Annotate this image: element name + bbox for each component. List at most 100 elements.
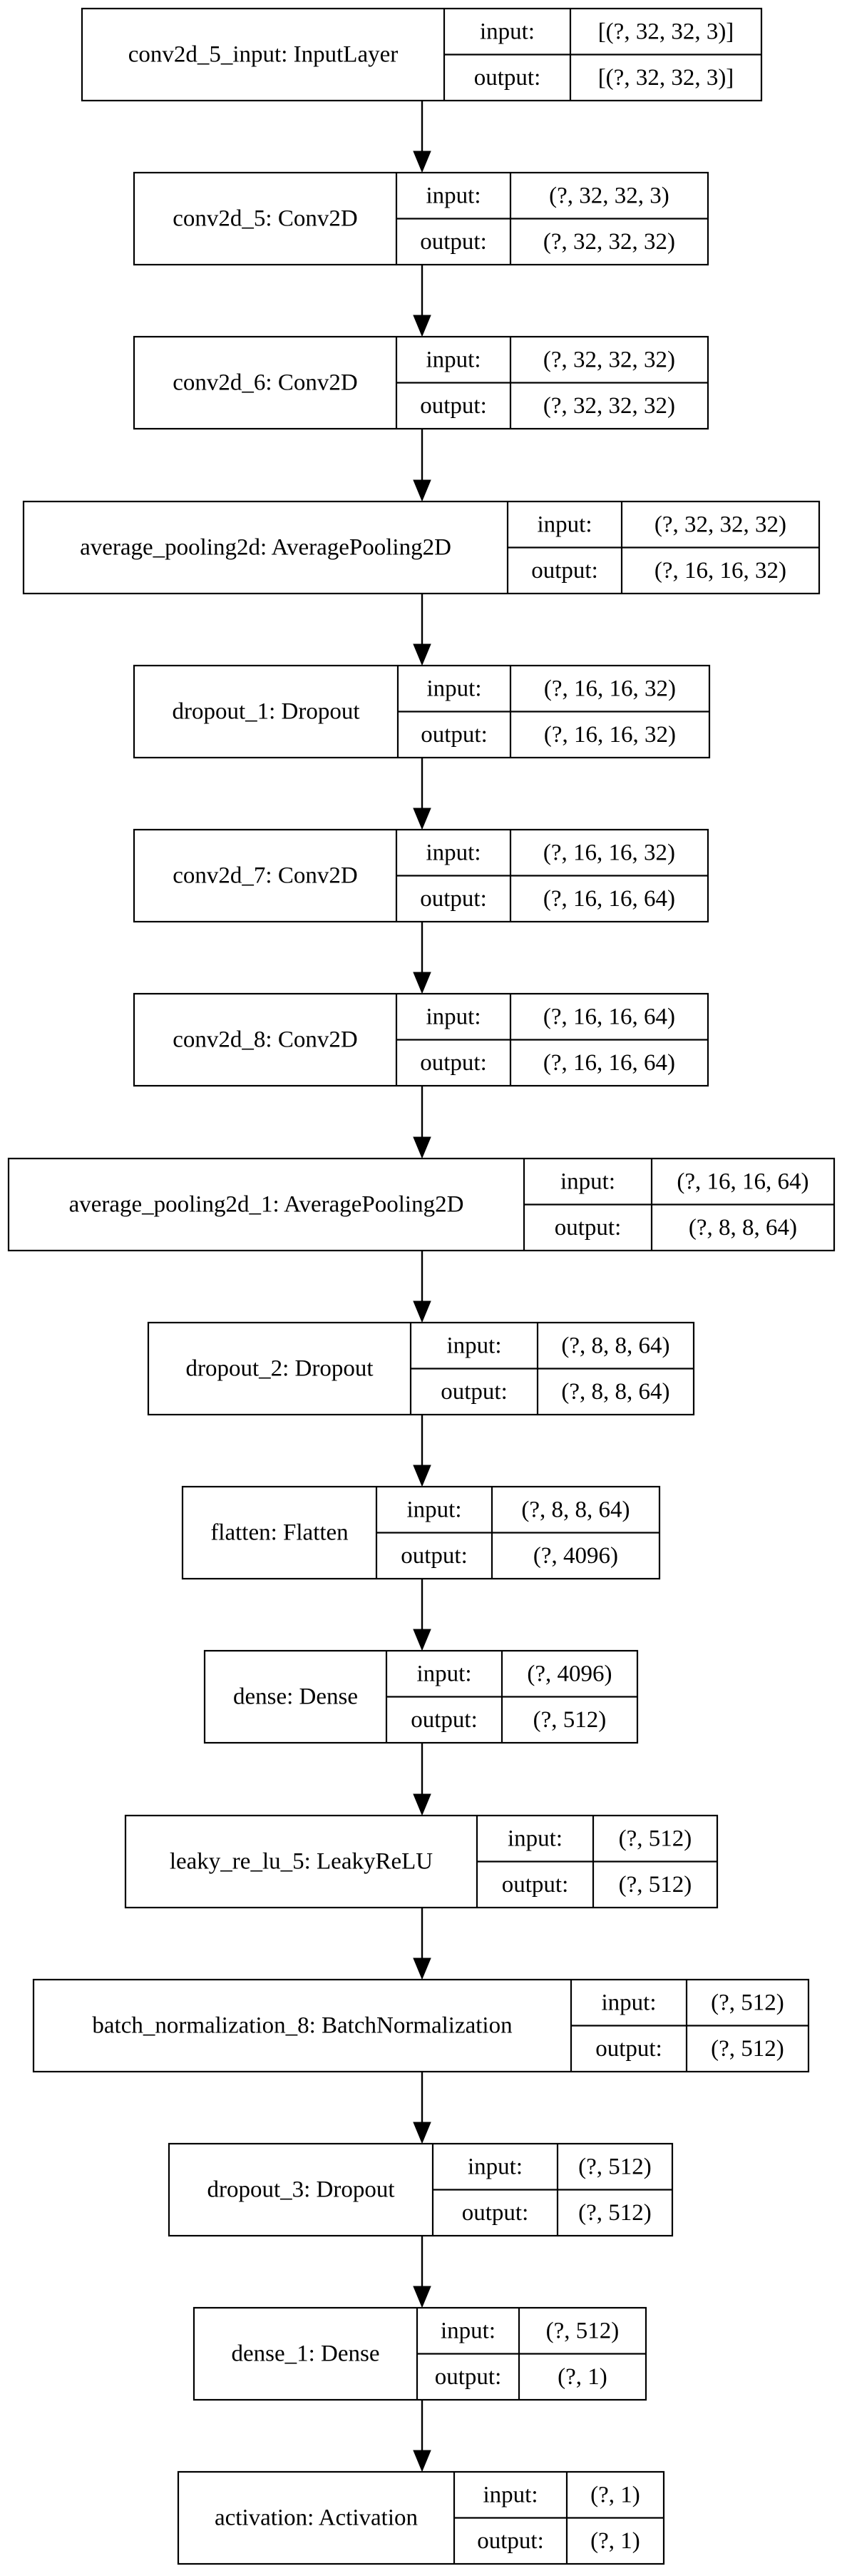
layer-node: conv2d_5_input: InputLayer input: output: [… bbox=[81, 7, 763, 102]
arrowhead bbox=[413, 1465, 431, 1487]
edge-arrow bbox=[413, 265, 431, 337]
input-port-label: input: bbox=[483, 2482, 538, 2508]
output-port-label: output: bbox=[421, 722, 488, 748]
layer-name: conv2d_6: Conv2D bbox=[173, 370, 357, 396]
output-port-label: output: bbox=[420, 229, 487, 255]
arrowhead bbox=[413, 1136, 431, 1159]
output-shape: (?, 4096) bbox=[533, 1543, 618, 1569]
arrowhead bbox=[413, 151, 431, 173]
input-shape: (?, 16, 16, 32) bbox=[543, 840, 675, 865]
edge-arrow bbox=[413, 101, 431, 173]
input-shape: (?, 16, 16, 64) bbox=[677, 1169, 808, 1194]
output-port-label: output: bbox=[462, 2200, 529, 2226]
output-port-label: output: bbox=[435, 2364, 502, 2390]
input-port-label: input: bbox=[426, 183, 481, 208]
layer-name: activation: Activation bbox=[215, 2505, 418, 2531]
edge-arrow bbox=[413, 429, 431, 502]
output-port-label: output: bbox=[555, 1215, 622, 1241]
edge-arrow bbox=[413, 1415, 431, 1487]
output-shape: (?, 1) bbox=[558, 2364, 607, 2390]
arrowhead bbox=[413, 972, 431, 994]
layer-name: conv2d_5_input: InputLayer bbox=[128, 42, 399, 68]
output-shape: (?, 32, 32, 32) bbox=[543, 393, 675, 419]
layer-node: conv2d_5: Conv2D input: output: (?, 32, 32,… bbox=[133, 171, 709, 266]
input-port-label: input: bbox=[426, 1004, 481, 1029]
input-shape: (?, 512) bbox=[578, 2154, 652, 2179]
output-shape: (?, 512) bbox=[619, 1872, 692, 1898]
input-shape: (?, 4096) bbox=[527, 1661, 612, 1686]
layer-node: batch_normalization_8: BatchNormalizatio… bbox=[32, 1978, 810, 2073]
output-shape: (?, 16, 16, 32) bbox=[544, 722, 676, 748]
input-port-label: input: bbox=[426, 347, 481, 372]
input-port-label: input: bbox=[508, 1826, 563, 1851]
input-port-label: input: bbox=[441, 2318, 496, 2343]
arrowhead bbox=[413, 2450, 431, 2473]
output-shape: (?, 16, 16, 64) bbox=[543, 1050, 675, 1076]
layer-name: flatten: Flatten bbox=[210, 1520, 348, 1546]
layer-node: average_pooling2d: AveragePooling2Dinput… bbox=[22, 500, 821, 595]
input-shape: (?, 8, 8, 64) bbox=[561, 1333, 669, 1358]
output-shape: (?, 16, 16, 32) bbox=[654, 558, 786, 584]
input-port-label: input: bbox=[480, 19, 535, 44]
edge-arrow bbox=[413, 1086, 431, 1159]
edge-arrow bbox=[413, 1908, 431, 1980]
input-port-label: input: bbox=[416, 1661, 471, 1686]
edge-arrow bbox=[413, 594, 431, 666]
arrowhead bbox=[413, 1629, 431, 1651]
arrowhead bbox=[413, 1300, 431, 1323]
layer-name: conv2d_5: Conv2D bbox=[173, 206, 357, 232]
input-port-label: input: bbox=[426, 676, 481, 701]
output-port-label: output: bbox=[474, 65, 541, 91]
output-port-label: output: bbox=[411, 1707, 478, 1733]
arrowhead bbox=[413, 315, 431, 337]
layer-name: conv2d_8: Conv2D bbox=[173, 1027, 357, 1053]
output-shape: (?, 512) bbox=[533, 1707, 607, 1733]
edge-arrow bbox=[413, 1579, 431, 1651]
input-shape: (?, 16, 16, 64) bbox=[543, 1004, 675, 1029]
edge-arrow bbox=[413, 2236, 431, 2308]
layer-name: dropout_2: Dropout bbox=[185, 1356, 373, 1382]
output-port-label: output: bbox=[531, 558, 598, 584]
input-shape: (?, 32, 32, 3) bbox=[549, 183, 669, 208]
edge-arrow bbox=[413, 922, 431, 994]
input-port-label: input: bbox=[560, 1169, 615, 1194]
input-port-label: input: bbox=[468, 2154, 523, 2179]
layer-name: batch_normalization_8: BatchNormalizatio… bbox=[92, 2013, 512, 2039]
layer-node: dense: Dense input: output: (?, 4096) (?, 51… bbox=[203, 1649, 639, 1744]
layer-name: dense: Dense bbox=[233, 1684, 358, 1710]
layer-name: conv2d_7: Conv2D bbox=[173, 863, 357, 889]
arrowhead bbox=[413, 1793, 431, 1816]
input-port-label: input: bbox=[426, 840, 481, 865]
input-shape: (?, 8, 8, 64) bbox=[521, 1497, 630, 1522]
arrowhead bbox=[413, 2286, 431, 2308]
input-shape: (?, 1) bbox=[590, 2482, 640, 2508]
output-port-label: output: bbox=[477, 2528, 544, 2554]
output-shape: (?, 1) bbox=[590, 2528, 640, 2554]
layer-name: dense_1: Dense bbox=[231, 2341, 379, 2367]
input-port-label: input: bbox=[601, 1990, 656, 2015]
layer-name: average_pooling2d: AveragePooling2D bbox=[80, 535, 451, 561]
output-shape: (?, 16, 16, 64) bbox=[543, 886, 675, 912]
layer-name: dropout_3: Dropout bbox=[207, 2177, 394, 2203]
arrowhead bbox=[413, 2122, 431, 2144]
input-shape: [(?, 32, 32, 3)] bbox=[598, 19, 734, 44]
layer-node: average_pooling2d_1: AveragePooling2D inp… bbox=[7, 1157, 836, 1252]
input-port-label: input: bbox=[406, 1497, 461, 1522]
output-shape: (?, 512) bbox=[711, 2036, 784, 2062]
layer-name: average_pooling2d_1: AveragePooling2D bbox=[69, 1192, 464, 1218]
input-shape: (?, 32, 32, 32) bbox=[543, 347, 675, 372]
output-shape: (?, 8, 8, 64) bbox=[561, 1379, 669, 1405]
edge-arrow bbox=[413, 2072, 431, 2144]
output-shape: [(?, 32, 32, 3)] bbox=[598, 65, 734, 91]
edge-arrow bbox=[413, 2400, 431, 2473]
arrowhead bbox=[413, 479, 431, 502]
layer-name: leaky_re_lu_5: LeakyReLU bbox=[170, 1849, 433, 1875]
output-shape: (?, 32, 32, 32) bbox=[543, 229, 675, 255]
output-shape: (?, 8, 8, 64) bbox=[689, 1215, 797, 1241]
